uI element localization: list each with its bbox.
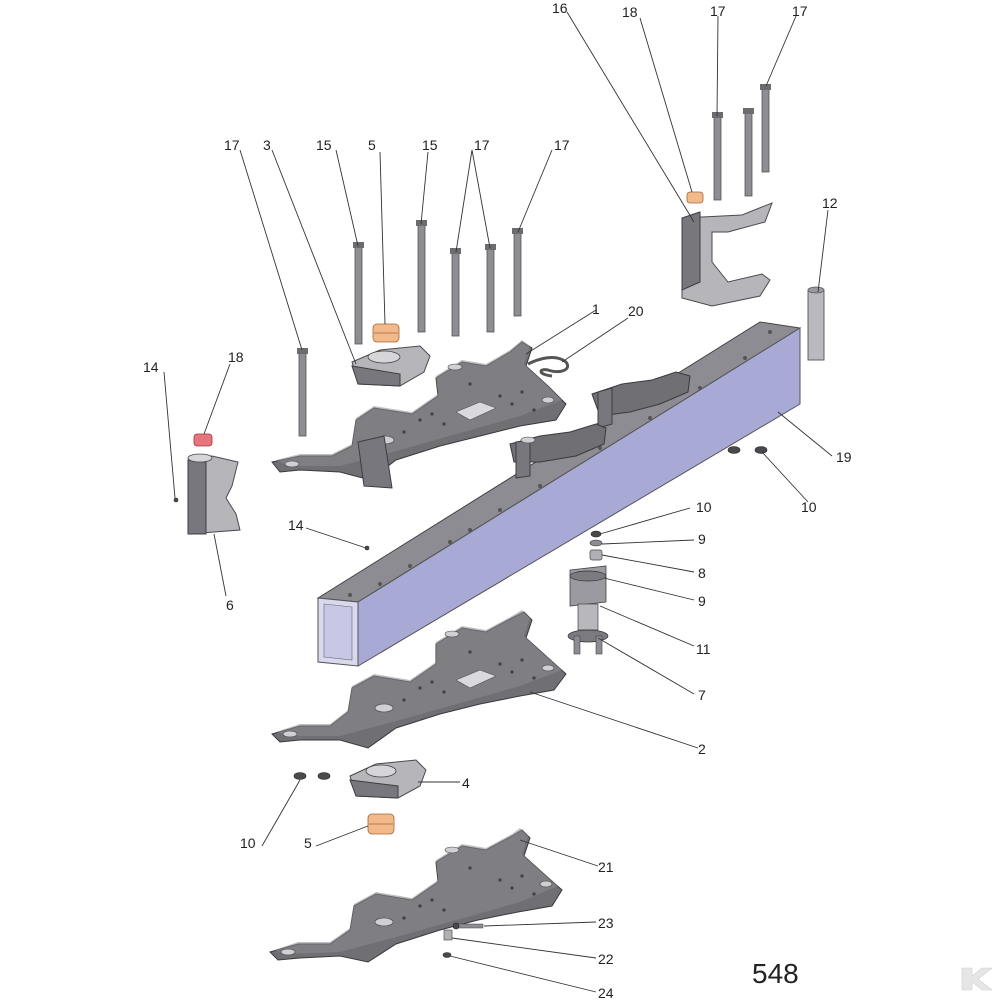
callout-17-left: 17 (224, 137, 240, 153)
callout-17-center: 17 (474, 137, 490, 153)
shock-assembly[interactable] (567, 530, 609, 655)
left-end-bracket[interactable] (187, 453, 241, 535)
callout-4: 4 (462, 775, 470, 791)
callout-10-left: 10 (240, 835, 256, 851)
callout-17-top-1: 17 (710, 3, 726, 19)
callout-2: 2 (698, 741, 706, 757)
small-hardware (442, 922, 484, 958)
callout-24: 24 (598, 985, 614, 1000)
callout-labels: 16 18 17 17 17 3 15 5 15 17 17 12 1 20 1… (143, 0, 852, 1000)
callout-12: 12 (822, 195, 838, 211)
callout-9-top: 9 (698, 531, 706, 547)
bottom-plate[interactable] (269, 828, 563, 963)
long-bolts[interactable] (297, 84, 771, 437)
callout-22: 22 (598, 951, 614, 967)
left-bushing (193, 433, 213, 447)
callout-10-right: 10 (801, 499, 817, 515)
nuts-right (727, 446, 768, 454)
callout-20: 20 (628, 303, 644, 319)
leader-lines (163, 11, 833, 993)
callout-15-left: 15 (316, 137, 332, 153)
callout-15-right: 15 (422, 137, 438, 153)
upper-right-bracket[interactable] (681, 202, 773, 307)
nuts-lower-left (293, 772, 331, 780)
page-number: 548 (752, 958, 799, 989)
callout-17-top-2: 17 (792, 3, 808, 19)
pin[interactable] (807, 286, 825, 361)
callout-9-bottom: 9 (698, 593, 706, 609)
callout-14-left: 14 (143, 359, 159, 375)
callout-18-top: 18 (622, 4, 638, 20)
callout-3: 3 (263, 137, 271, 153)
upper-bushing (372, 323, 400, 343)
callout-19: 19 (836, 449, 852, 465)
middle-plate[interactable] (271, 610, 567, 749)
callout-23: 23 (598, 915, 614, 931)
callout-5-top: 5 (368, 137, 376, 153)
callout-14-center: 14 (288, 517, 304, 533)
corner-logo-icon (961, 967, 993, 991)
callout-5-bottom: 5 (304, 835, 312, 851)
lower-swivel-block[interactable] (349, 759, 427, 799)
spring-clip[interactable] (527, 356, 569, 378)
callout-1: 1 (592, 301, 600, 317)
beam-top-brackets (509, 371, 691, 479)
callout-21: 21 (598, 859, 614, 875)
upper-swivel-block[interactable] (351, 345, 431, 387)
callout-18-left: 18 (228, 349, 244, 365)
upper-plate[interactable] (271, 340, 567, 489)
callout-11: 11 (696, 641, 711, 657)
callout-8: 8 (698, 565, 706, 581)
callout-10-shock: 10 (696, 499, 712, 515)
lower-bushing (367, 813, 395, 835)
callout-6: 6 (226, 597, 234, 613)
callout-16: 16 (552, 0, 568, 16)
small-pins (173, 497, 370, 551)
callout-7: 7 (698, 687, 706, 703)
callout-17-right: 17 (554, 137, 570, 153)
upper-right-bushing (686, 191, 704, 204)
